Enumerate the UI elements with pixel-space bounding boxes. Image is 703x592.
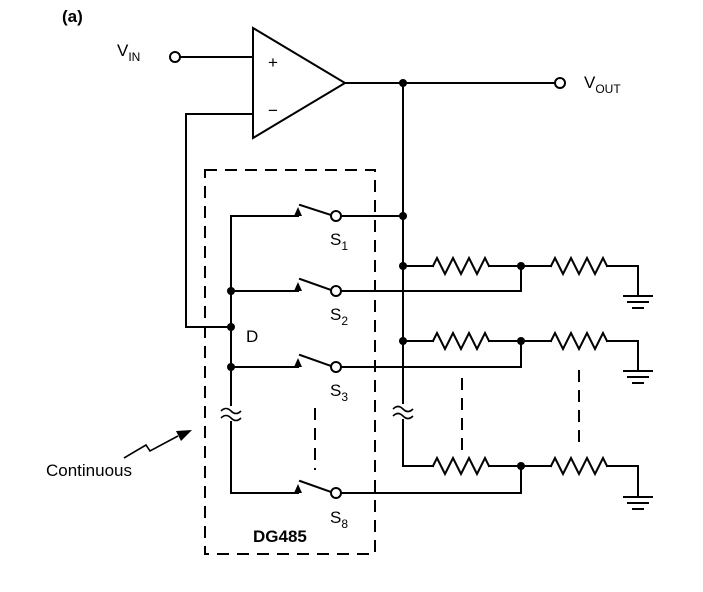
switch-s2-sub: 2	[341, 314, 348, 328]
feedback-wire	[185, 113, 254, 328]
dg485-package: DG485	[204, 169, 376, 555]
vout-sub: OUT	[595, 82, 621, 96]
panel-label: (a)	[62, 7, 83, 26]
opamp-plus: +	[268, 53, 278, 72]
opamp: + −	[252, 26, 347, 140]
svg-text:S3: S3	[330, 381, 348, 404]
vout-terminal: VOUT	[344, 73, 621, 96]
vout-label: V	[584, 73, 596, 92]
vin-label: V	[117, 41, 129, 60]
svg-text:VOUT: VOUT	[584, 73, 621, 96]
resistor-row-8	[402, 455, 653, 510]
drain-label: D	[246, 327, 258, 346]
switch-s3: S3	[230, 353, 522, 404]
svg-text:S8: S8	[330, 508, 348, 531]
switch-s8-sub: 8	[341, 517, 348, 531]
switch-s3-sub: 3	[341, 390, 348, 404]
vin-sub: IN	[128, 50, 140, 64]
vin-terminal: VIN	[117, 41, 254, 64]
switch-s8: S8	[230, 479, 522, 531]
svg-text:S2: S2	[330, 305, 348, 328]
switch-s1-label: S	[330, 230, 341, 249]
switch-s1: S1	[230, 203, 404, 253]
switch-s2-label: S	[330, 305, 341, 324]
output-bus	[392, 82, 414, 467]
switch-s8-label: S	[330, 508, 341, 527]
resistor-row-1	[402, 255, 653, 309]
svg-text:VIN: VIN	[117, 41, 140, 64]
switch-s2: S2	[230, 277, 522, 328]
switch-s3-label: S	[330, 381, 341, 400]
continuous-annotation: Continuous	[46, 430, 192, 480]
drain-bus: D	[220, 215, 258, 494]
dg485-label: DG485	[253, 527, 307, 546]
opamp-minus: −	[268, 101, 278, 120]
svg-text:S1: S1	[330, 230, 348, 253]
continuous-label: Continuous	[46, 461, 132, 480]
resistor-row-2	[402, 330, 653, 384]
switch-s1-sub: 1	[341, 239, 348, 253]
